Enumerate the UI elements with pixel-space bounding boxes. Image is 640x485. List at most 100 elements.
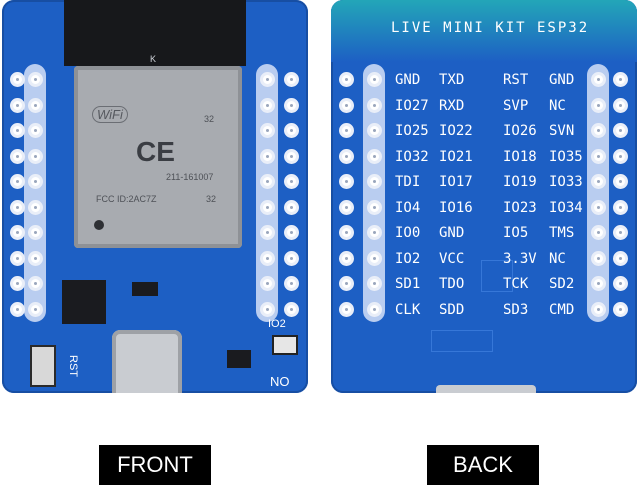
- pin-label: TCK: [503, 276, 529, 292]
- pin-label: IO0: [395, 225, 421, 241]
- esp32-module-shield: WiFi 32 CE 211-161007 FCC ID:2AC7Z 32: [74, 66, 242, 248]
- pin-label: IO32: [395, 148, 429, 165]
- pin-pad: [260, 250, 275, 266]
- pin-pad: [613, 250, 628, 266]
- pin-label: IO34: [549, 199, 583, 216]
- pin-pad: [591, 123, 606, 138]
- pin-pad: [10, 72, 25, 87]
- pin-pad: [284, 250, 299, 266]
- board-title: LIVE MINI KIT ESP32: [391, 20, 590, 36]
- pin-label: GND: [549, 72, 575, 88]
- pin-label: TXD: [439, 72, 465, 88]
- pin-pad: [591, 225, 606, 240]
- pin-label: IO35: [549, 148, 583, 165]
- pin-pad: [260, 123, 275, 138]
- pin-pad: [613, 72, 628, 87]
- pin-pad: [10, 174, 25, 189]
- ce-mark: CE: [136, 136, 175, 167]
- pin-pad: [367, 148, 382, 164]
- pin-pad: [260, 148, 275, 164]
- usb-c-connector: [436, 385, 536, 393]
- pin-pad: [613, 148, 628, 164]
- pin-pad: [367, 72, 382, 87]
- pin-label: SVP: [503, 97, 529, 114]
- fcc-suffix: 32: [206, 194, 217, 204]
- pin-label: IO17: [439, 174, 473, 190]
- pin-pad: [339, 225, 354, 240]
- pin-pad: [10, 276, 25, 291]
- pin-pad: [591, 72, 606, 87]
- pin-pad: [28, 199, 43, 215]
- pin-pad: [28, 174, 43, 189]
- pin-label: GND: [439, 225, 465, 241]
- pin-pad: [284, 199, 299, 215]
- pin-pad: [284, 123, 299, 138]
- pin-pad: [367, 250, 382, 266]
- pin-pad: [260, 72, 275, 87]
- pin-pad: [339, 199, 354, 215]
- pin-pad: [28, 123, 43, 138]
- pin-pad: [367, 199, 382, 215]
- pin-pad: [28, 301, 43, 317]
- pin-pad: [28, 225, 43, 240]
- front-board: K WiFi 32 CE 211-161007 FCC ID:2AC7Z 32 …: [2, 0, 308, 393]
- pin-pad: [28, 276, 43, 291]
- pin-pad: [367, 276, 382, 291]
- small-component: [132, 282, 158, 296]
- pin-label: NC: [549, 250, 566, 267]
- pin-pad: [367, 97, 382, 113]
- pin-pad: [284, 174, 299, 189]
- pin-label: 3.3V: [503, 250, 537, 267]
- pin-label: IO18: [503, 148, 537, 165]
- pin-pad: [28, 148, 43, 164]
- pin-pad: [613, 199, 628, 215]
- pin-pad: [339, 148, 354, 164]
- pin-pad: [284, 225, 299, 240]
- pin-pad: [260, 276, 275, 291]
- pin-pad: [613, 276, 628, 291]
- pin-label: IO19: [503, 174, 537, 190]
- pin-pad: [591, 199, 606, 215]
- board-trace: [481, 260, 513, 292]
- pin-label: RXD: [439, 97, 465, 114]
- fcc-id: FCC ID:2AC7Z: [96, 194, 157, 204]
- pin-label: CMD: [549, 301, 575, 318]
- pin-label: SD2: [549, 276, 575, 292]
- pin-label: IO25: [395, 123, 429, 139]
- pin-pad: [339, 276, 354, 291]
- pin-pad: [367, 174, 382, 189]
- pin-pad: [339, 301, 354, 317]
- pcb-antenna: K: [64, 0, 246, 66]
- antenna-area: [331, 0, 637, 62]
- pin-pad: [339, 72, 354, 87]
- pin-label: IO2: [395, 250, 421, 267]
- pin-label: RST: [503, 72, 529, 88]
- pin-label: VCC: [439, 250, 465, 267]
- pin-pad: [339, 123, 354, 138]
- back-caption: BACK: [427, 445, 539, 485]
- module-dot: [94, 220, 104, 230]
- reset-button[interactable]: [30, 345, 56, 387]
- usb-serial-chip: [62, 280, 106, 324]
- pin-pad: [613, 301, 628, 317]
- pin-label: SD1: [395, 276, 421, 292]
- pin-pad: [10, 250, 25, 266]
- pin-label: SDD: [439, 301, 465, 318]
- pin-pad: [260, 97, 275, 113]
- pin-pad: [613, 123, 628, 138]
- pin-label: SVN: [549, 123, 575, 139]
- pin-pad: [591, 97, 606, 113]
- pin-label: TDO: [439, 276, 465, 292]
- pin-pad: [10, 301, 25, 317]
- pin-pad: [28, 250, 43, 266]
- usb-c-connector: [112, 330, 182, 393]
- pin-pad: [591, 148, 606, 164]
- pin-pad: [591, 250, 606, 266]
- pin-label: IO21: [439, 148, 473, 165]
- pin-pad: [591, 301, 606, 317]
- pin-label: NC: [549, 97, 566, 114]
- pin-pad: [284, 72, 299, 87]
- voltage-regulator: [227, 350, 251, 368]
- status-led: [272, 335, 298, 355]
